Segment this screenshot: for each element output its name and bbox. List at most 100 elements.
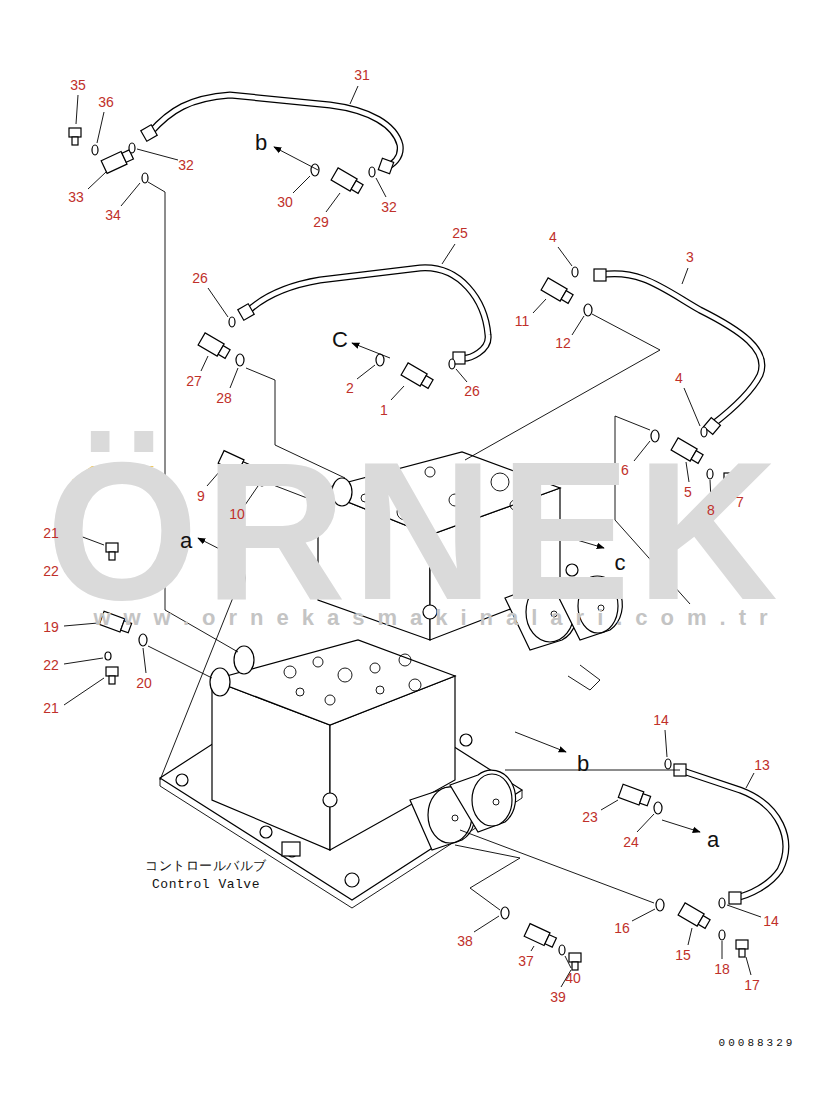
callout-number: 21: [43, 526, 59, 540]
callout-number: 22: [43, 564, 59, 578]
leader-line: [688, 928, 692, 945]
leader-line: [632, 909, 655, 921]
callout-number: 26: [192, 271, 208, 285]
o-ring: [105, 652, 111, 660]
callout-number: 34: [105, 208, 121, 222]
bolt: [569, 953, 581, 962]
bolt: [69, 128, 81, 145]
fitting: [640, 794, 651, 806]
bolt: [72, 137, 78, 145]
o-ring: [129, 143, 135, 153]
fitting: [561, 291, 573, 304]
callout-number: 5: [684, 485, 692, 499]
lower-valve-block: [376, 686, 384, 694]
bolt: [736, 940, 748, 949]
leader-line: [357, 365, 375, 379]
leader-line: [376, 178, 386, 197]
leader-line: [121, 183, 140, 206]
o-ring: [376, 354, 384, 366]
fitting: [218, 346, 230, 359]
leader-line: [746, 773, 754, 788]
fitting: [678, 903, 711, 930]
direction-letter: b: [577, 753, 589, 775]
lower-valve-block: [313, 657, 323, 667]
fitting: [698, 916, 710, 929]
o-ring: [572, 267, 578, 277]
callout-number: 8: [707, 503, 715, 517]
callout-number: 30: [277, 195, 293, 209]
lower-valve-block: [370, 663, 380, 673]
leader-line: [474, 916, 499, 932]
lower-valve-block: [472, 774, 512, 826]
callout-number: 15: [675, 948, 691, 962]
callout-number: 28: [216, 391, 232, 405]
part-title: コントロールバルブ: [145, 860, 267, 873]
hose: [680, 770, 786, 898]
hose: [600, 274, 762, 425]
leader-line: [391, 386, 404, 400]
base-plate: [260, 826, 272, 838]
leader-line: [565, 956, 571, 968]
callout-number: 38: [457, 934, 473, 948]
o-ring: [139, 634, 147, 646]
hose: [729, 892, 741, 904]
hose: [378, 158, 393, 173]
leader-line: [64, 678, 104, 705]
leader-line: [456, 369, 467, 382]
o-ring: [719, 898, 725, 908]
callout-number: 14: [653, 713, 669, 727]
leader-line: [531, 946, 534, 951]
fitting: [198, 333, 231, 360]
o-ring: [654, 802, 662, 814]
o-ring: [501, 907, 509, 919]
bolt: [739, 949, 745, 957]
lower-valve-block: [284, 666, 296, 678]
callout-number: 22: [43, 658, 59, 672]
leader-line: [326, 193, 340, 212]
callout-number: 26: [464, 384, 480, 398]
lower-valve-block: [296, 688, 304, 696]
lower-valve-block: [409, 679, 421, 691]
leader-line: [572, 316, 584, 335]
callout-number: 6: [621, 463, 629, 477]
bolt: [572, 962, 578, 970]
leader-line: [350, 86, 358, 104]
o-ring: [369, 167, 375, 177]
callout-number: 16: [614, 921, 630, 935]
leader-line: [746, 957, 751, 975]
hose: [247, 268, 488, 358]
callout-number: 39: [550, 990, 566, 1004]
leader-line: [684, 388, 700, 426]
callout-number: 21: [43, 701, 59, 715]
base-plate: [176, 774, 188, 786]
fitting: [331, 168, 364, 195]
leader-line: [137, 149, 178, 160]
callout-number: 19: [43, 620, 59, 634]
o-ring: [229, 317, 235, 327]
callout-number: 24: [623, 835, 639, 849]
callout-number: 14: [763, 914, 779, 928]
upper-valve-block: [568, 665, 600, 690]
callout-number: 23: [582, 810, 598, 824]
o-ring: [449, 359, 455, 369]
leader-line: [230, 368, 238, 388]
connection-line: [505, 770, 680, 771]
leader-line: [76, 95, 78, 124]
callout-number: 35: [70, 78, 86, 92]
leader-line: [201, 356, 208, 371]
bolt: [109, 676, 115, 684]
callout-number: 4: [549, 230, 557, 244]
leader-line: [722, 941, 723, 959]
callout-number: 36: [98, 95, 114, 109]
callout-number: 7: [736, 495, 744, 509]
fitting: [101, 148, 134, 173]
callout-number: 11: [515, 314, 530, 328]
lower-valve-block: [210, 668, 230, 696]
hose: [141, 125, 157, 141]
callout-number: 4: [675, 371, 683, 385]
direction-letter: C: [332, 329, 348, 351]
callout-number: 37: [518, 954, 534, 968]
callout-number: 33: [68, 190, 84, 204]
o-ring: [236, 354, 244, 366]
watermark-url: www.ornekasmakinalari.com.tr: [93, 607, 780, 629]
